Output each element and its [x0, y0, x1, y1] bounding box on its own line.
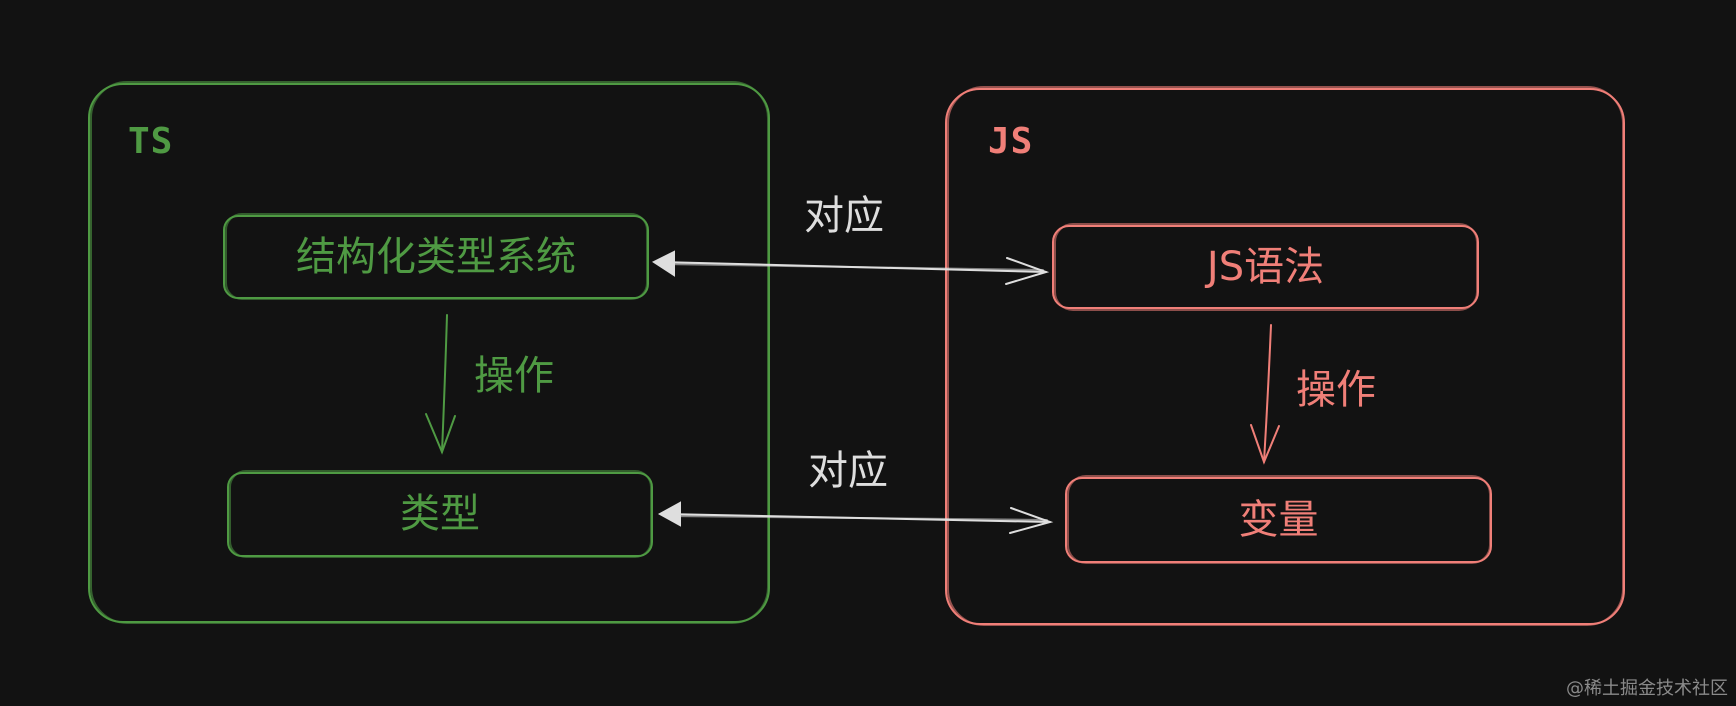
ts-bottom-node-label: 类型: [400, 491, 480, 537]
top-correspondence-label: 对应: [804, 193, 884, 239]
js-bottom-node-label: 变量: [1238, 497, 1319, 543]
js-top-node-box: [1052, 223, 1479, 311]
ts-bottom-node-box: [227, 470, 653, 558]
ts-operate-arrow: [425, 314, 456, 455]
js-group-title: JS: [988, 121, 1034, 162]
ts-top-node-label: 结构化类型系统: [296, 234, 576, 280]
bottom-correspondence-arrow: [657, 501, 1054, 534]
ts-operate-label: 操作: [474, 353, 554, 399]
js-top-node-label: JS语法: [1206, 244, 1325, 290]
ts-group-title: TS: [128, 121, 174, 162]
ts-top-node-box: [223, 213, 649, 300]
js-operate-label: 操作: [1296, 367, 1376, 413]
js-group-container: [945, 86, 1625, 626]
js-bottom-node-box: [1065, 475, 1492, 564]
ts-group-container: [88, 81, 770, 624]
watermark: @稀土掘金技术社区: [1566, 678, 1728, 699]
top-correspondence-arrow: [651, 250, 1050, 285]
js-operate-arrow: [1250, 324, 1280, 465]
bottom-correspondence-label: 对应: [808, 448, 888, 494]
